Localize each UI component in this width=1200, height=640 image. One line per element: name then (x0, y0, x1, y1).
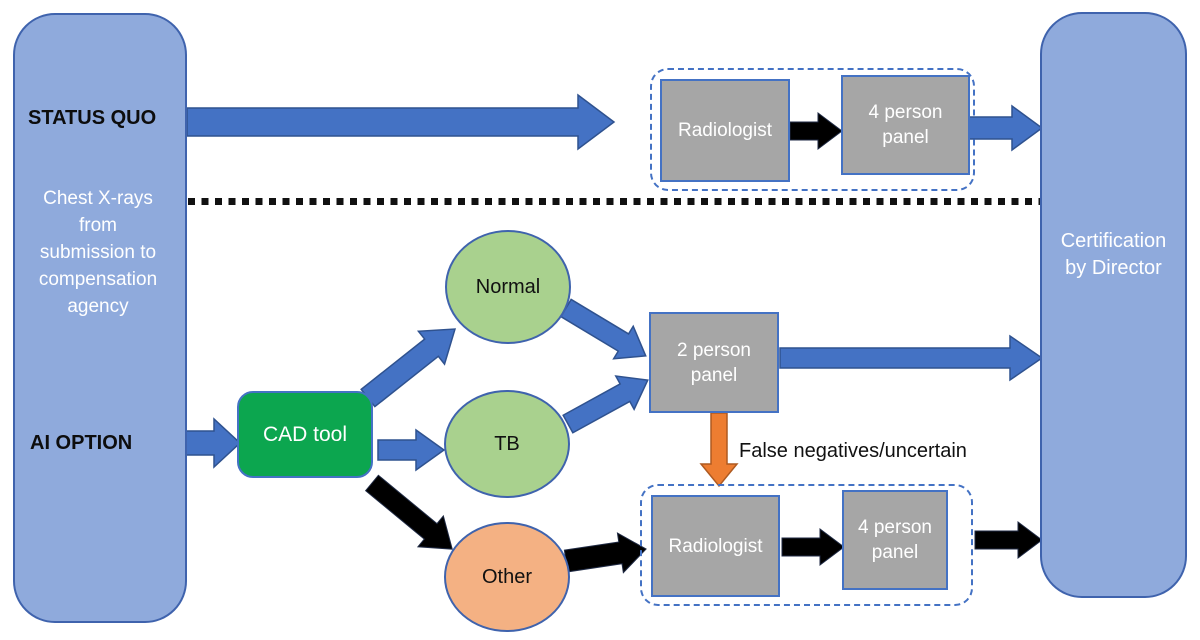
arrow-ai-radiologist-to-panel (781, 528, 845, 566)
ai-review-group (640, 484, 973, 606)
ai-radiologist-label: Radiologist (668, 535, 763, 557)
normal-node: Normal (445, 230, 571, 344)
cad-tool-label: CAD tool (262, 422, 348, 446)
arrow-cad-to-tb (377, 428, 446, 472)
normal-label: Normal (475, 275, 541, 298)
arrow-other-to-ai-review (563, 532, 647, 574)
ai-four-person-panel-box: 4 person panel (842, 490, 948, 590)
source-node (13, 13, 187, 623)
other-label: Other (481, 565, 533, 588)
arrow-false-negatives (699, 412, 739, 488)
status-quo-radiologist-label: Radiologist (678, 120, 772, 141)
ai-panel-label-line: 4 person (858, 517, 932, 538)
arrow-statusquo-panel-to-certification (967, 104, 1044, 152)
certification-label-line: Certification (1060, 230, 1167, 252)
arrow-source-to-cad (185, 417, 242, 469)
source-description-line: compensation (38, 269, 158, 290)
pathway-divider (188, 198, 1040, 205)
arrow-normal-to-two-person-panel (559, 298, 647, 360)
tb-node: TB (444, 390, 570, 498)
certification-node (1040, 12, 1187, 598)
source-description-line: Chest X-rays (43, 188, 153, 209)
status-quo-four-person-panel-box: 4 person panel (841, 75, 970, 175)
ai-radiologist-box: Radiologist (651, 495, 780, 597)
arrow-statusquo-radiologist-to-panel (789, 112, 843, 150)
status-quo-radiologist-box: Radiologist (660, 79, 790, 182)
false-negatives-label: False negatives/uncertain (739, 440, 967, 462)
cad-tool-node: CAD tool (237, 391, 373, 478)
status-quo-review-group (650, 68, 975, 191)
status-quo-panel-label-line: 4 person (868, 102, 943, 123)
source-description-line: agency (67, 296, 129, 317)
ai-option-label: AI OPTION (30, 432, 133, 454)
source-description-line: from (79, 215, 117, 236)
arrow-ai-panel-to-certification (974, 521, 1043, 559)
certification-label: Certification by Director (1046, 228, 1181, 282)
source-description-line: submission to (39, 242, 157, 263)
two-person-panel-box: 2 person panel (649, 312, 779, 413)
arrow-tb-to-two-person-panel (562, 375, 649, 434)
arrow-source-to-statusquo-review (186, 93, 616, 151)
two-person-panel-label-line: panel (690, 364, 738, 386)
tb-label: TB (494, 432, 520, 455)
certification-label-line: by Director (1065, 257, 1162, 279)
arrow-two-person-panel-to-certification (779, 334, 1044, 382)
status-quo-panel-label-line: panel (882, 127, 929, 148)
arrow-cad-to-other (364, 474, 453, 550)
source-description: Chest X-rays from submission to compensa… (22, 185, 174, 320)
status-quo-label: STATUS QUO (28, 107, 157, 129)
two-person-panel-label-line: 2 person (677, 339, 751, 361)
ai-panel-label-line: panel (871, 542, 919, 563)
other-node: Other (444, 522, 570, 632)
arrow-cad-to-normal (360, 328, 457, 408)
